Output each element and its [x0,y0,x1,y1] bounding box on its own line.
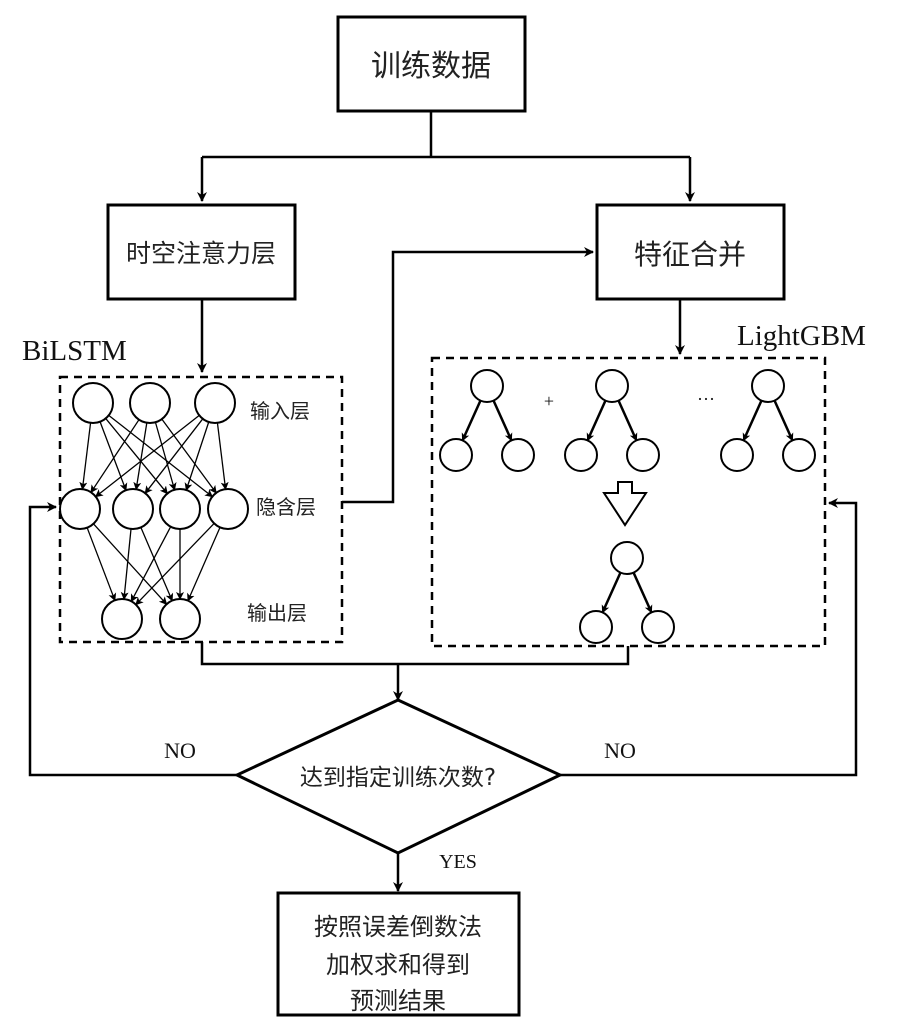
connection-edge [187,527,221,602]
tree-leaf-node [501,438,535,472]
tree-leaf-node [564,438,598,472]
tree-leaf-node [641,610,675,644]
connection-edge [105,418,168,495]
tree-edge [461,400,482,442]
tree-root-node [751,369,785,403]
tree-edge [632,572,653,614]
hidden-neuron [159,488,201,530]
decision-label: 达到指定训练次数? [300,765,496,791]
lightgbm-container [430,356,827,648]
result-line-1: 按照误差倒数法 [314,913,482,941]
tree-leaf-node [782,438,816,472]
tree-root-node [595,369,629,403]
output-neuron [101,598,143,640]
hidden-neuron [207,488,249,530]
tree-edge [492,400,513,442]
tree-root-node [610,541,644,575]
tree-leaf-node [720,438,754,472]
connection-edge [140,527,174,602]
connection-edge [184,421,210,491]
no-left-loop-arrow [28,502,237,777]
connection-edge [135,522,215,606]
no-right-loop-arrow [560,498,858,777]
connection-edge [90,419,140,494]
ellipsis: ··· [697,389,715,409]
training-data-label: 训练数据 [371,49,491,84]
connection-edge [130,526,172,603]
connection-edge [120,528,132,601]
aggregate-arrow-icon [602,481,648,527]
tree-edge [601,572,622,614]
decision-tree [439,369,535,472]
yes-label: YES [439,851,477,873]
connection-edge [92,523,168,605]
feature-merge-label: 特征合并 [634,238,746,271]
feature-merge-box: 特征合并 [595,203,786,301]
tree-edge [773,400,794,442]
bilstm-label: BiLSTM [22,335,127,367]
hidden-neuron [59,488,101,530]
connection-edge [108,414,214,498]
lightgbm-label: LightGBM [737,320,866,352]
tree-leaf-node [626,438,660,472]
output-layer-label: 输出层 [247,601,307,625]
hidden-neuron [112,488,154,530]
tree-edge [617,400,638,442]
connection-edge [144,418,204,494]
no-left-label: NO [164,738,196,763]
connection-edge [86,527,117,602]
split-connector [197,111,695,202]
connection-edge [154,422,177,491]
bilstm-network [59,382,249,640]
result-line-2: 加权求和得到 [326,951,470,979]
decision-tree [579,541,675,644]
merge-to-decision-connector [200,642,630,701]
connection-edge [79,422,92,491]
attention-layer-box: 时空注意力层 [106,203,297,301]
input-neuron [194,382,236,424]
input-neuron [72,382,114,424]
hidden-layer-label: 隐含层 [256,495,316,519]
tree-edge [742,400,763,442]
connection-edge [216,422,229,491]
result-box: 按照误差倒数法 加权求和得到 预测结果 [276,891,521,1017]
attention-layer-label: 时空注意力层 [126,239,276,268]
hidden-to-merge-arrow [342,247,594,504]
connection-edge [99,421,128,492]
connection-edge [94,414,200,498]
tree-leaf-node [579,610,613,644]
tree-edge [586,400,607,442]
tree-leaf-node [439,438,473,472]
plus-sign: + [544,391,554,411]
input-neuron [129,382,171,424]
result-line-3: 预测结果 [350,987,446,1015]
decision-tree [564,369,660,472]
tree-root-node [470,369,504,403]
input-layer-label: 输入层 [250,399,310,423]
decision-tree [720,369,816,472]
lightgbm-trees [439,369,816,644]
decision-diamond: 达到指定训练次数? [233,698,564,855]
no-right-label: NO [604,738,636,763]
connection-edge [133,422,148,491]
output-neuron [159,598,201,640]
connection-edge [161,418,217,494]
training-data-box: 训练数据 [336,15,527,113]
